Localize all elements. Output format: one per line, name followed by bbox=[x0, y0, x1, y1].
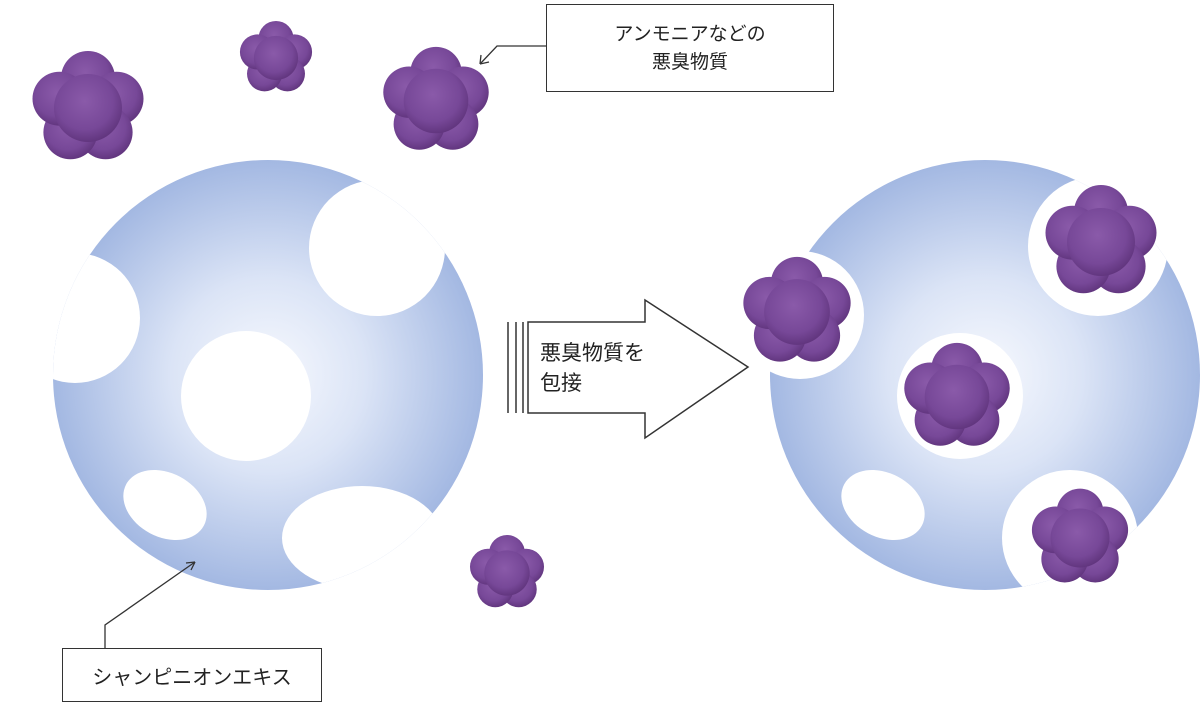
odor-molecule bbox=[32, 51, 144, 160]
cavity-top-right bbox=[309, 180, 445, 316]
odor-molecule bbox=[239, 20, 313, 92]
arrow-caption-line1: 悪臭物質を bbox=[540, 341, 645, 365]
leader-line-extract bbox=[104, 561, 196, 648]
champignon-extract-label: シャンピニオンエキス bbox=[62, 648, 322, 702]
odor-label-line2: 悪臭物質 bbox=[651, 51, 728, 73]
arrow-caption-line2: 包接 bbox=[540, 371, 582, 395]
arrow-caption: 悪臭物質を 包接 bbox=[540, 338, 645, 398]
extract-label-text: シャンピニオンエキス bbox=[92, 664, 292, 689]
odor-molecule bbox=[383, 46, 489, 150]
odor-substance-label: アンモニアなどの 悪臭物質 bbox=[546, 4, 834, 92]
left-extract-sphere bbox=[53, 160, 483, 590]
cavity-center bbox=[181, 331, 311, 461]
cavity-bottom-left bbox=[123, 469, 207, 541]
odor-label-line1: アンモニアなどの bbox=[614, 23, 766, 45]
odor-molecule bbox=[470, 535, 544, 608]
leader-line-odor bbox=[479, 45, 546, 65]
process-arrow bbox=[507, 298, 750, 440]
cavity-left bbox=[53, 253, 140, 383]
cavity-bottom-right bbox=[282, 486, 442, 590]
